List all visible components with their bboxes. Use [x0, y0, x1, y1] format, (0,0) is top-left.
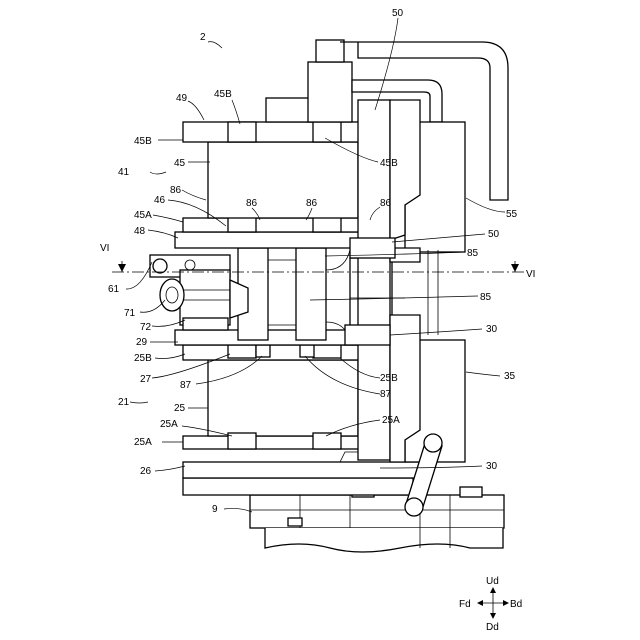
label-vi-right: VI [526, 269, 535, 280]
label-45: 45 [174, 158, 186, 169]
label-35: 35 [504, 371, 516, 382]
label-25a-right: 25A [382, 415, 400, 426]
label-21: 21 [118, 397, 130, 408]
label-72: 72 [140, 322, 152, 333]
label-vi-left: VI [100, 243, 109, 254]
motor-assembly [150, 255, 248, 330]
label-85a: 85 [467, 248, 479, 259]
label-27: 27 [140, 374, 152, 385]
label-45a: 45A [134, 210, 152, 221]
label-87b: 87 [380, 389, 392, 400]
direction-compass: Ud Dd Fd Bd [459, 576, 522, 633]
compass-right-label: Bd [510, 599, 522, 610]
label-45b-left: 45B [134, 136, 152, 147]
label-45b-top: 45B [214, 89, 232, 100]
compass-up-label: Ud [486, 576, 499, 587]
label-45b-right: 45B [380, 158, 398, 169]
label-25a-low: 25A [134, 437, 152, 448]
compass-down-label: Dd [486, 622, 499, 633]
label-50-top: 50 [392, 8, 404, 19]
label-71: 71 [124, 308, 136, 319]
upper-block [183, 98, 386, 232]
label-25b-left: 25B [134, 353, 152, 364]
compass-left-label: Fd [459, 599, 471, 610]
label-29: 29 [136, 337, 148, 348]
label-fig: 2 [200, 32, 206, 43]
label-86a: 86 [170, 185, 182, 196]
label-50-mid: 50 [488, 229, 500, 240]
label-30b: 30 [486, 461, 498, 472]
label-46: 46 [154, 195, 166, 206]
label-26: 26 [140, 466, 152, 477]
label-55: 55 [506, 209, 518, 220]
label-86c: 86 [306, 198, 318, 209]
label-25a-left: 25A [160, 419, 178, 430]
label-86b: 86 [246, 198, 258, 209]
label-25b-right: 25B [380, 373, 398, 384]
label-86d: 86 [380, 198, 392, 209]
label-87a: 87 [180, 380, 192, 391]
label-61: 61 [108, 284, 120, 295]
label-9: 9 [212, 504, 218, 515]
label-30a: 30 [486, 324, 498, 335]
label-85b: 85 [480, 292, 492, 303]
label-25: 25 [174, 403, 186, 414]
label-49: 49 [176, 93, 188, 104]
label-48: 48 [134, 226, 146, 237]
base-frame [250, 487, 504, 552]
label-41: 41 [118, 167, 130, 178]
